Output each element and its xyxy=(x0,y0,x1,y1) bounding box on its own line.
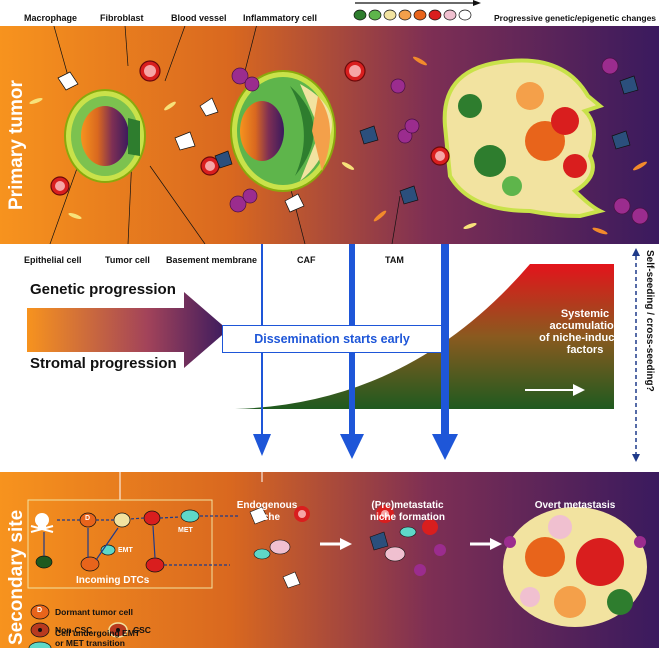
systemic-line-1: Systemic xyxy=(560,308,610,320)
progression-cell-icons xyxy=(353,0,481,21)
emt-label: EMT xyxy=(118,547,133,554)
legend-dormant-marker-d: D xyxy=(37,607,43,614)
secondary-site-panel xyxy=(0,472,659,648)
endogenous-line-1: Endogenous xyxy=(236,500,298,511)
endogenous-line-2: niche xyxy=(253,512,281,523)
endogenous-niche-cells xyxy=(249,506,310,589)
systemic-accumulation-label: Systemic accumulation of niche-inducing … xyxy=(530,308,640,356)
premetastatic-line-2: niche formation xyxy=(369,512,445,523)
primary-tumor-title: Primary tumor xyxy=(6,80,27,210)
invasive-tumor xyxy=(442,58,606,219)
legend-emt-line-1: Cell undergoing EMT xyxy=(55,628,140,638)
overt-metastasis-cells xyxy=(503,507,647,627)
premetastatic-niche-cells xyxy=(369,505,446,576)
tumor-cell-label: Tumor cell xyxy=(105,255,150,265)
legend-dormant: Dormant tumor cell xyxy=(55,607,133,617)
secondary-site-title: Secondary site xyxy=(6,509,27,645)
dysplastic-duct xyxy=(230,70,336,192)
legend-csc: CSC xyxy=(133,625,151,635)
caf-label: CAF xyxy=(297,255,316,265)
self-seeding-label: Self-seeding / cross-seeding? xyxy=(644,250,655,392)
macrophage-label: Macrophage xyxy=(24,13,78,23)
inflammatory-cell-label: Inflammatory cell xyxy=(243,13,318,23)
endogenous-niche-label: Endogenous niche xyxy=(232,500,302,524)
legend-emt-line-2: or MET transition xyxy=(55,638,125,648)
systemic-line-3: of niche-inducing xyxy=(539,332,631,344)
overt-metastasis-label: Overt metastasis xyxy=(534,500,616,511)
stromal-cells xyxy=(29,56,649,235)
dormant-marker-d: D xyxy=(85,515,91,522)
dissemination-box: Dissemination starts early xyxy=(222,325,442,353)
tam-label: TAM xyxy=(385,255,404,265)
premetastatic-line-1: (Pre)metastatic xyxy=(371,500,444,511)
premetastatic-niche-label: (Pre)metastatic niche formation xyxy=(360,500,455,524)
genetic-progression-label: Genetic progression xyxy=(30,281,176,298)
stromal-progression-label: Stromal progression xyxy=(30,355,177,372)
epithelial-cell-label: Epithelial cell xyxy=(24,255,82,265)
legend-emt-met: Cell undergoing EMT or MET transition xyxy=(55,628,140,648)
systemic-line-2: accumulation xyxy=(549,320,621,332)
middle-section xyxy=(27,244,640,462)
fibroblast-label: Fibroblast xyxy=(100,13,144,23)
legend-non-csc: Non-CSC xyxy=(55,625,93,635)
normal-duct xyxy=(64,89,146,183)
basement-membrane-label: Basement membrane xyxy=(166,255,258,265)
systemic-line-4: factors xyxy=(566,344,604,356)
niche-factor-wedge xyxy=(235,264,614,409)
primary-tumor-panel xyxy=(0,26,659,244)
blood-vessel-label: Blood vessel xyxy=(171,13,227,23)
progressive-changes-label: Progressive genetic/epigenetic changes xyxy=(494,13,657,23)
incoming-dtcs-label: Incoming DTCs xyxy=(76,575,150,586)
met-label: MET xyxy=(178,527,193,534)
